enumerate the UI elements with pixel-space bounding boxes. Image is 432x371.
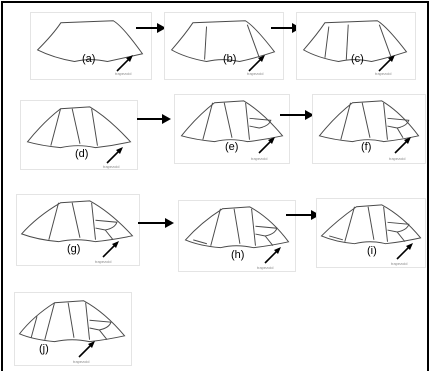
trapezoid-tag-f: trapezoid	[389, 156, 406, 161]
panel-label-a: (a)	[82, 53, 96, 65]
tent-sketch-b	[170, 20, 276, 63]
trapezoid-pointer-arrow-i	[396, 243, 413, 260]
trapezoid-tag-a: trapezoid	[115, 71, 132, 76]
panel-b: (b) trapezoid	[164, 12, 284, 80]
panel-a: (a) trapezoid	[30, 12, 152, 80]
panel-h: (h) trapezoid	[178, 200, 296, 272]
panel-f: (f) trapezoid	[312, 94, 426, 164]
panel-d: (d) trapezoid	[20, 100, 138, 170]
panel-label-h: (h)	[231, 249, 245, 261]
trapezoid-pointer-arrow-d	[106, 147, 123, 164]
trapezoid-tag-c: trapezoid	[375, 71, 392, 76]
panel-c: (c) trapezoid	[296, 12, 416, 80]
tent-sketch-a	[36, 20, 144, 63]
flow-arrow-g-to-h	[138, 218, 174, 228]
panel-label-f: (f)	[361, 141, 372, 153]
flow-arrow-d-to-e	[137, 114, 171, 124]
flow-arrow-e-to-f	[280, 110, 314, 120]
tent-sketch-i	[320, 204, 422, 245]
trapezoid-pointer-arrow-g	[102, 241, 119, 258]
tent-sketch-e	[180, 100, 284, 143]
panel-label-g: (g)	[67, 243, 81, 255]
tent-sketch-j	[18, 300, 126, 343]
panel-label-c: (c)	[351, 53, 364, 65]
panel-label-b: (b)	[223, 53, 237, 65]
trapezoid-pointer-arrow-j	[78, 341, 95, 358]
panel-g: (g) trapezoid	[16, 194, 140, 266]
trapezoid-tag-b: trapezoid	[247, 71, 264, 76]
panel-j: (j) trapezoid	[14, 292, 132, 366]
trapezoid-pointer-arrow-c	[378, 55, 395, 72]
panel-i: (i) trapezoid	[316, 198, 426, 268]
trapezoid-tag-j: trapezoid	[73, 359, 90, 364]
trapezoid-tag-h: trapezoid	[257, 265, 274, 270]
panel-e: (e) trapezoid	[174, 94, 290, 164]
trapezoid-tag-d: trapezoid	[103, 164, 120, 169]
panel-label-j: (j)	[39, 343, 49, 355]
tent-sketch-c	[302, 20, 408, 63]
trapezoid-pointer-arrow-b	[248, 55, 265, 72]
tent-sketch-f	[318, 100, 420, 143]
flow-arrow-a-to-b	[136, 23, 166, 33]
panel-label-e: (e)	[225, 141, 239, 153]
tent-sketch-g	[20, 200, 134, 243]
trapezoid-tag-i: trapezoid	[391, 261, 408, 266]
panel-label-i: (i)	[367, 245, 377, 257]
trapezoid-tag-g: trapezoid	[95, 259, 112, 264]
trapezoid-pointer-arrow-h	[264, 247, 281, 264]
trapezoid-pointer-arrow-a	[116, 55, 133, 72]
trapezoid-pointer-arrow-f	[394, 137, 411, 154]
flow-arrow-h-to-i	[286, 210, 320, 220]
trapezoid-pointer-arrow-e	[258, 137, 275, 154]
trapezoid-tag-e: trapezoid	[251, 156, 268, 161]
panel-label-d: (d)	[75, 148, 89, 160]
tent-sketch-d	[26, 106, 132, 149]
tent-sketch-h	[184, 206, 290, 249]
